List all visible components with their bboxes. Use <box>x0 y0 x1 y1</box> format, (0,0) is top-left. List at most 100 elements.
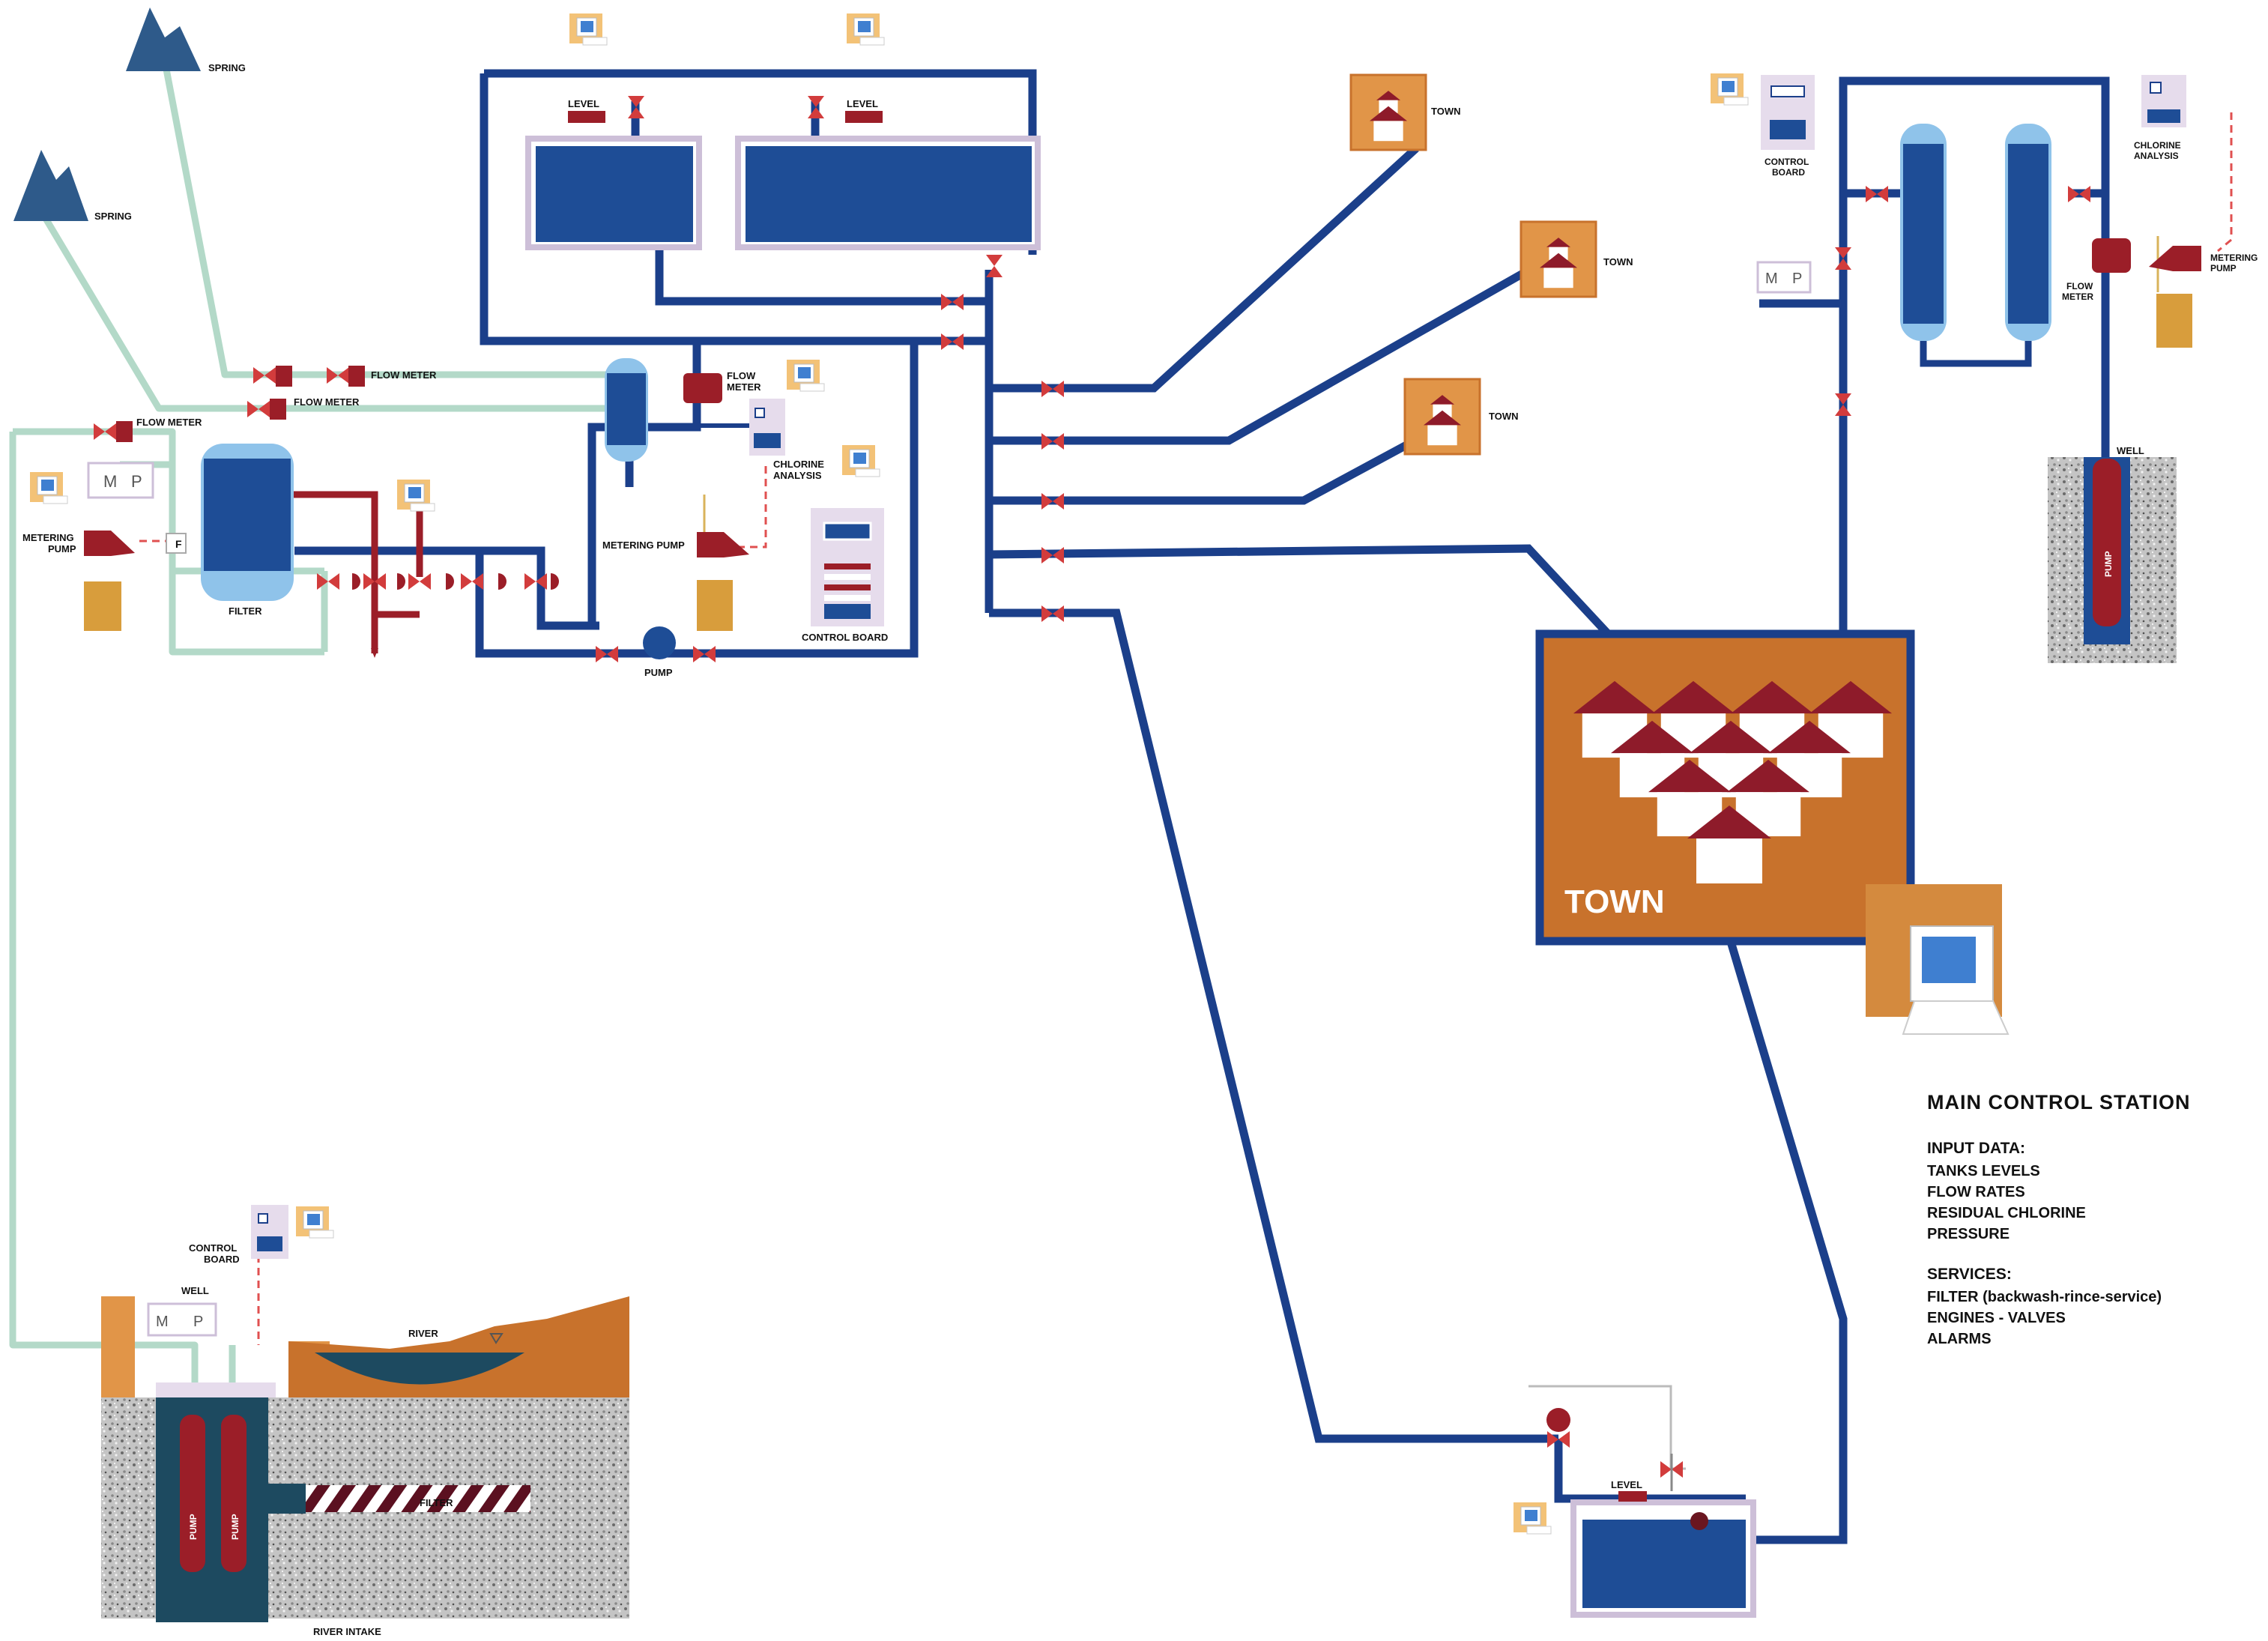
river-intake <box>101 1296 629 1622</box>
pump-word-label: PUMP <box>48 543 76 554</box>
mountain-icon <box>13 7 201 221</box>
level-label: LEVEL <box>1611 1479 1642 1490</box>
flow-meter-label: FLOW METER <box>136 417 202 428</box>
flow-label: FLOW <box>727 370 756 381</box>
f-box <box>166 533 187 554</box>
pump-icon <box>643 626 676 659</box>
legend-item: PRESSURE <box>1927 1226 2010 1242</box>
motor-pump-panel-intake <box>147 1302 217 1337</box>
metering-pump <box>84 531 135 631</box>
town-small <box>1349 73 1427 151</box>
filter-label: FILTER <box>420 1497 453 1508</box>
pump-label: PUMP <box>230 1514 241 1540</box>
chlorine-analyzer <box>749 399 785 456</box>
chlorine-label: CHLORINE <box>773 459 824 470</box>
valves-right[interactable] <box>1835 186 2090 416</box>
control-label: CONTROL <box>189 1242 237 1254</box>
board-label: BOARD <box>204 1254 240 1265</box>
spring-label: SPRING <box>94 211 132 222</box>
town-label: TOWN <box>1603 256 1633 268</box>
pump-label: PUMP <box>2103 551 2114 577</box>
f-label: F <box>175 538 182 550</box>
m-label: M <box>1765 271 1778 287</box>
town-small <box>1403 378 1481 456</box>
control-board-intake[interactable] <box>251 1205 288 1259</box>
p-label: P <box>131 472 142 491</box>
legend-item: TANKS LEVELS <box>1927 1163 2040 1179</box>
pump-word-label: PUMP <box>2210 263 2237 274</box>
half-round-valves <box>352 573 559 590</box>
pump-label: PUMP <box>188 1514 199 1540</box>
distribution-valves[interactable] <box>941 294 1064 622</box>
control-label: CONTROL <box>1764 157 1809 167</box>
legend-item: ALARMS <box>1927 1331 1992 1347</box>
pump-label: PUMP <box>644 667 673 678</box>
legend-item: FLOW RATES <box>1927 1184 2025 1200</box>
river-label: RIVER <box>408 1328 438 1339</box>
motor-pump-panel-right <box>1756 261 1812 294</box>
drain-arrow <box>371 648 378 658</box>
flow-label: FLOW <box>2066 281 2093 291</box>
p-label: P <box>1792 271 1802 287</box>
chlorine-analyzer-right <box>2141 75 2186 127</box>
pressure-tank <box>2005 124 2051 341</box>
main-control-station-legend: MAIN CONTROL STATION INPUT DATA: TANKS L… <box>1927 1091 2257 1350</box>
town-label: TOWN <box>1431 106 1460 117</box>
flow-meter-label: FLOW METER <box>294 396 360 408</box>
legend-item: ENGINES - VALVES <box>1927 1310 2066 1326</box>
town-main-label: TOWN <box>1564 883 1665 920</box>
level-sensor <box>568 111 605 123</box>
metering-pump <box>697 532 749 631</box>
well-label: WELL <box>181 1285 209 1296</box>
control-board-right[interactable] <box>1761 75 1815 150</box>
analysis-label: ANALYSIS <box>773 470 822 481</box>
reservoir-tank-left <box>525 136 702 250</box>
spring-pipes <box>9 61 614 1395</box>
p-label: P <box>193 1314 203 1330</box>
storage-tank-bottom <box>1528 1385 1756 1618</box>
input-data-heading: INPUT DATA: <box>1927 1140 2026 1157</box>
motor-pump-panel <box>87 462 154 499</box>
spring-label: SPRING <box>208 62 246 73</box>
valve-icon[interactable] <box>986 255 1003 277</box>
services-heading: SERVICES: <box>1927 1266 2012 1283</box>
filter-tank <box>201 444 294 601</box>
m-label: M <box>103 472 117 491</box>
filter-label: FILTER <box>229 605 262 617</box>
river-intake-label: RIVER INTAKE <box>313 1626 381 1637</box>
m-label: M <box>156 1314 169 1330</box>
control-board[interactable] <box>811 508 884 626</box>
legend-title: MAIN CONTROL STATION <box>1927 1091 2191 1113</box>
valve-icon[interactable] <box>628 96 644 118</box>
valve-icon[interactable] <box>808 96 824 118</box>
level-label: LEVEL <box>568 98 599 109</box>
well-label: WELL <box>2117 445 2144 456</box>
flow-meter <box>116 366 365 442</box>
board-label: BOARD <box>1772 167 1805 178</box>
flow-meter-label: FLOW METER <box>371 369 437 381</box>
legend-item: RESIDUAL CHLORINE <box>1927 1205 2086 1221</box>
level-label: LEVEL <box>847 98 878 109</box>
well-right <box>2048 457 2177 663</box>
meter-label: METER <box>727 381 761 393</box>
diagram-labels: SPRING SPRING FLOW METER FLOW METER FLOW… <box>22 62 2258 1637</box>
town-small <box>1519 220 1597 298</box>
flow-meter <box>683 373 722 403</box>
metering-label: METERING <box>22 532 74 543</box>
town-main <box>1535 629 1915 946</box>
pressure-tank <box>1900 124 1947 341</box>
metering-pump-label: METERING PUMP <box>602 540 685 551</box>
analysis-label: ANALYSIS <box>2134 151 2179 161</box>
legend-item: FILTER (backwash-rince-service) <box>1927 1289 2162 1305</box>
main-control-computer[interactable] <box>1866 884 2010 1035</box>
meter-label: METER <box>2062 291 2093 302</box>
pressure-vessel <box>605 358 648 462</box>
flow-meter <box>2092 238 2131 273</box>
level-sensor <box>845 111 883 123</box>
control-board-label: CONTROL BOARD <box>802 632 888 643</box>
reservoir-tank-right <box>735 136 1041 250</box>
town-label: TOWN <box>1489 411 1518 422</box>
metering-label: METERING <box>2210 253 2258 263</box>
metering-pump <box>2149 246 2201 348</box>
